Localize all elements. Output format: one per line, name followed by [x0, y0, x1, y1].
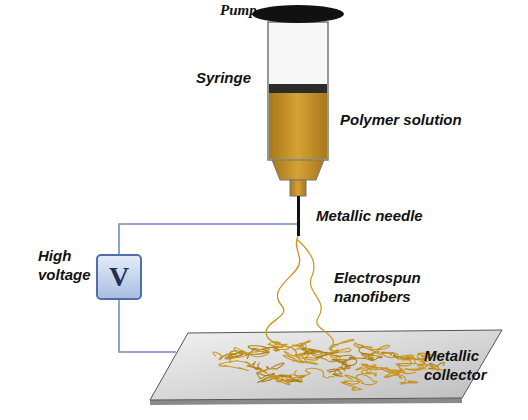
nanofiber [341, 381, 362, 390]
nozzle [290, 180, 306, 196]
nanofiber [292, 341, 310, 349]
plunger [269, 84, 327, 93]
syringe-barrel [268, 22, 328, 160]
voltage-symbol: V [109, 261, 129, 293]
nanofiber [345, 375, 377, 385]
voltage-label: High voltage [38, 246, 94, 284]
nanofiber [329, 360, 350, 372]
nanofiber [327, 367, 345, 376]
nanofiber [356, 364, 378, 370]
nanofiber [301, 348, 338, 358]
nanofiber [294, 368, 334, 378]
collector-plate [150, 330, 502, 400]
pump-cap [252, 5, 344, 23]
solution-label: Polymer solution [340, 110, 462, 129]
voltage-source-box: V [96, 254, 142, 300]
wire [119, 224, 297, 254]
nanofiber [219, 361, 250, 371]
nanofiber [228, 346, 269, 359]
nanofiber [329, 340, 354, 352]
collector-label: Metallic collector [424, 346, 520, 384]
nanofiber [272, 375, 303, 385]
wire [119, 300, 176, 352]
nanofiber [392, 364, 416, 374]
nanofiber [283, 355, 317, 364]
syringe-tip [272, 160, 324, 180]
nanofiber [349, 353, 382, 360]
nanofiber [397, 356, 415, 366]
metallic-needle [297, 196, 300, 236]
nanofiber-label: Electrospun nanofibers [334, 268, 452, 306]
pump-label: Pump [220, 1, 257, 20]
polymer-solution [269, 92, 327, 159]
syringe-label: Syringe [196, 68, 251, 87]
fiber-mat [213, 340, 444, 391]
fiber-jet [298, 240, 333, 350]
fiber-jet [266, 236, 300, 356]
needle-label: Metallic needle [316, 206, 423, 225]
nanofiber [386, 375, 418, 384]
nanofiber [229, 348, 268, 358]
nanofiber [361, 368, 402, 377]
